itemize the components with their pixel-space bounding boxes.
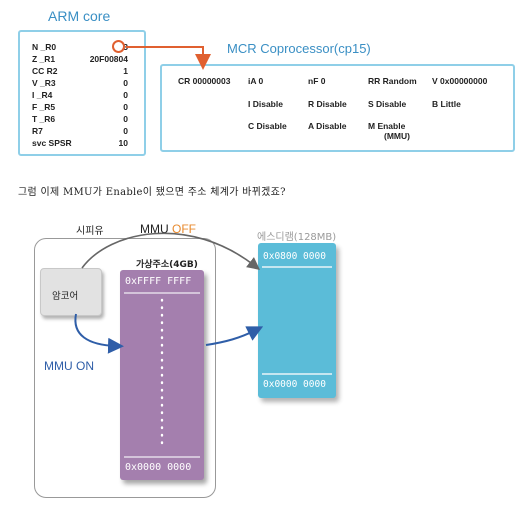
register-name: N _R0 xyxy=(32,42,57,52)
mmu-off-prefix: MMU xyxy=(140,222,172,236)
sdram-top-address: 0x0800 0000 xyxy=(263,251,326,262)
register-row: N _R0 3 xyxy=(32,42,142,53)
divider xyxy=(262,373,332,375)
divider xyxy=(262,266,332,268)
mcr-field: V 0x00000000 xyxy=(432,76,488,86)
register-value: 3 xyxy=(123,42,128,52)
register-row: CC R2 1 xyxy=(32,66,142,77)
arm-core-label: 암코어 xyxy=(52,291,79,302)
register-row: Z _R1 20F00804 xyxy=(32,54,142,65)
register-name: Z _R1 xyxy=(32,54,56,64)
mcr-field: I Disable xyxy=(248,99,283,109)
cpu-label: 시피유 xyxy=(76,226,104,237)
virtual-address-label: 가상주소(4GB) xyxy=(136,260,198,270)
register-value: 0 xyxy=(123,90,128,100)
register-row: V _R3 0 xyxy=(32,78,142,89)
mcr-field: iA 0 xyxy=(248,76,264,86)
register-name: CC R2 xyxy=(32,66,58,76)
arm-core-title: ARM core xyxy=(48,8,111,24)
virtual-address-bottom: 0x0000 0000 xyxy=(125,462,192,473)
r0-to-mcr-arrow xyxy=(126,46,211,70)
mcr-field: S Disable xyxy=(368,99,407,109)
register-name: F _R5 xyxy=(32,102,56,112)
register-value: 1 xyxy=(123,66,128,76)
arm-core-block xyxy=(40,268,102,316)
register-value: 0 xyxy=(123,102,128,112)
mcr-title: MCR Coprocessor(cp15) xyxy=(227,41,371,56)
mcr-field: R Disable xyxy=(308,99,347,109)
register-value: 0 xyxy=(123,78,128,88)
register-row: I _R4 0 xyxy=(32,90,142,101)
mmu-on-prefix: MMU xyxy=(44,359,76,373)
mcr-field: B Little xyxy=(432,99,461,109)
mmu-off-label: MMU OFF xyxy=(140,222,196,236)
sdram-block: 0x0800 0000 0x0000 0000 xyxy=(258,243,336,398)
mcr-field: M Enable xyxy=(368,121,406,131)
divider xyxy=(124,456,200,458)
mcr-field-sub: (MMU) xyxy=(384,131,410,141)
virtual-to-sdram-arrow xyxy=(205,326,264,346)
divider xyxy=(124,292,200,294)
mcr-field: C Disable xyxy=(248,121,287,131)
mmu-off-state: OFF xyxy=(172,222,196,236)
mcr-field: RR Random xyxy=(368,76,417,86)
sdram-bottom-address: 0x0000 0000 xyxy=(263,379,326,390)
register-value: 0 xyxy=(123,126,128,136)
register-value: 20F00804 xyxy=(89,54,128,64)
mmu-on-state: ON xyxy=(76,359,94,373)
sdram-label: 에스디램(128MB) xyxy=(257,232,337,243)
register-value: 0 xyxy=(123,114,128,124)
register-name: T _R6 xyxy=(32,114,56,124)
mcr-field: nF 0 xyxy=(308,76,326,86)
register-row: svc SPSR 10 xyxy=(32,138,142,149)
register-row: F _R5 0 xyxy=(32,102,142,113)
register-row: T _R6 0 xyxy=(32,114,142,125)
arm-core-register-panel: N _R0 3 Z _R1 20F00804 CC R2 1 V _R3 0 I _R4… xyxy=(18,30,146,156)
mmu-on-arrow xyxy=(74,313,124,354)
virtual-address-top: 0xFFFF FFFF xyxy=(125,276,192,287)
mmu-off-arrow xyxy=(81,232,261,270)
cr-value: CR 00000003 xyxy=(178,76,231,86)
register-name: I _R4 xyxy=(32,90,53,100)
r0-highlight-circle xyxy=(112,40,125,53)
register-value: 10 xyxy=(118,138,128,148)
mcr-field: A Disable xyxy=(308,121,347,131)
mcr-coprocessor-panel: CR 00000003 iA 0 nF 0 RR Random V 0x0000… xyxy=(160,64,515,152)
explanation-sentence: 그럼 이제 MMU가 Enable이 됐으면 주소 체계가 바뀌겠죠? xyxy=(18,187,286,198)
register-name: V _R3 xyxy=(32,78,56,88)
register-row: R7 0 xyxy=(32,126,142,137)
mmu-on-label: MMU ON xyxy=(44,359,94,373)
register-name: R7 xyxy=(32,126,43,136)
register-name: svc SPSR xyxy=(32,138,72,148)
